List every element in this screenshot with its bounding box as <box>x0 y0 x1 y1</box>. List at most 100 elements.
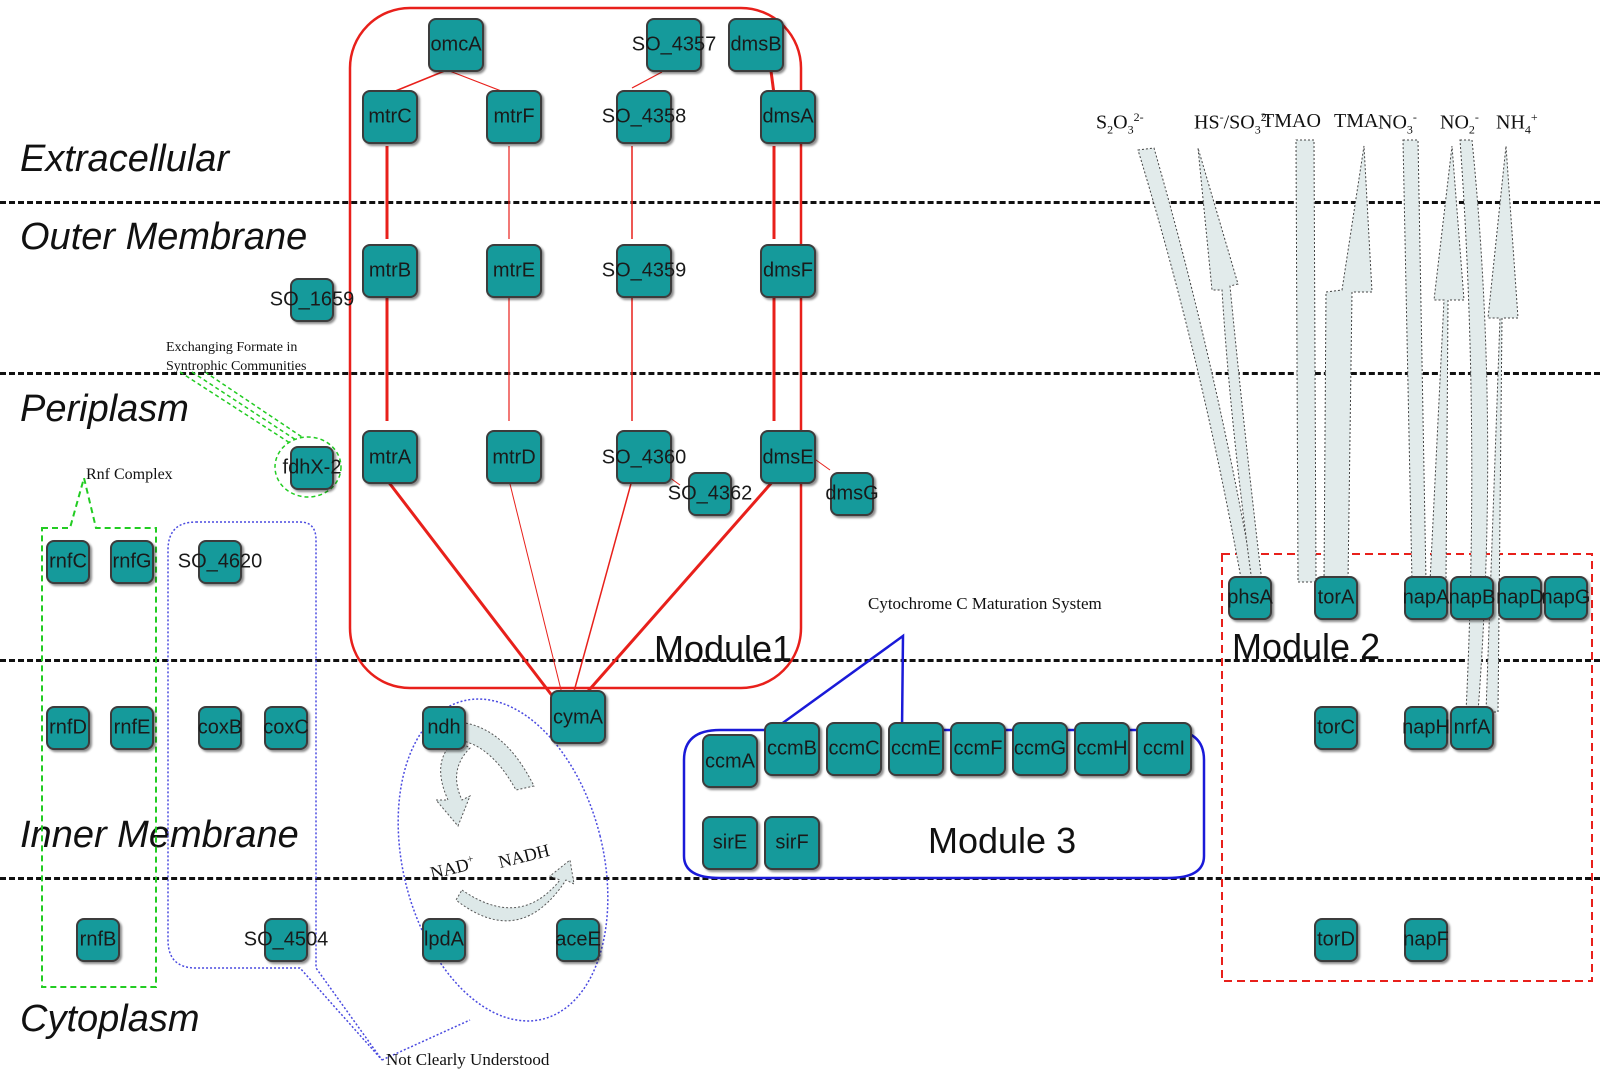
gene-label-ccmG: ccmG <box>1013 737 1067 760</box>
gene-node-torD[interactable] <box>1314 918 1358 962</box>
gene-node-mtrA[interactable] <box>362 430 418 484</box>
gene-node-ccmB[interactable] <box>764 722 820 776</box>
gene-node-nrfA[interactable] <box>1450 706 1494 750</box>
gene-label-nrfA: nrfA <box>1453 716 1491 739</box>
gene-label-napB: napB <box>1448 586 1496 609</box>
gene-node-ccmH[interactable] <box>1074 722 1130 776</box>
gene-label-mtrC: mtrC <box>368 105 412 128</box>
gene-node-dmsA[interactable] <box>760 90 816 144</box>
gene-node-fdhX-2[interactable] <box>290 446 334 490</box>
gene-node-napH[interactable] <box>1404 706 1448 750</box>
gene-label-ccmC: ccmC <box>828 737 880 760</box>
gene-node-ccmI[interactable] <box>1136 722 1192 776</box>
ion-thiosulfate-sup: 2- <box>1133 110 1144 124</box>
gene-node-coxB[interactable] <box>198 706 242 750</box>
gene-label-dmsG: dmsG <box>825 482 879 505</box>
gene-node-napB[interactable] <box>1450 576 1494 620</box>
formate-annotation-line2: Syntrophic Communities <box>166 359 307 374</box>
gene-node-lpdA[interactable] <box>422 918 466 962</box>
gene-node-SO_4358[interactable] <box>616 90 672 144</box>
gene-node-rnfE[interactable] <box>110 706 154 750</box>
gene-label-mtrF: mtrF <box>493 105 535 128</box>
gene-label-coxB: coxB <box>197 716 243 739</box>
gene-label-sirF: sirF <box>775 831 809 854</box>
gene-label-fdhX-2: fdhX-2 <box>282 456 342 479</box>
gene-label-torA: torA <box>1317 586 1355 609</box>
gene-label-dmsB: dmsB <box>730 33 782 56</box>
gene-node-rnfB[interactable] <box>76 918 120 962</box>
gene-node-coxC[interactable] <box>264 706 308 750</box>
gene-node-ccmG[interactable] <box>1012 722 1068 776</box>
gene-node-dmsB[interactable] <box>728 18 784 72</box>
rnf-complex-outline <box>41 474 157 988</box>
gene-node-napA[interactable] <box>1404 576 1448 620</box>
gene-label-ccmA: ccmA <box>705 750 755 773</box>
gene-label-rnfB: rnfB <box>79 928 117 951</box>
ion-nitrite-base: NO <box>1440 111 1469 134</box>
boundary-periplasm-inner <box>0 659 1600 662</box>
gene-label-SO_4620: SO_4620 <box>177 550 263 573</box>
ion-nitrite-sup: - <box>1474 110 1479 124</box>
gene-node-rnfD[interactable] <box>46 706 90 750</box>
layer-label-outer-membrane: Outer Membrane <box>20 216 308 258</box>
module3-label: Module 3 <box>928 820 1077 861</box>
module1-edges <box>385 69 831 707</box>
gene-node-mtrB[interactable] <box>362 244 418 298</box>
gene-node-mtrE[interactable] <box>486 244 542 298</box>
gene-node-ccmE[interactable] <box>888 722 944 776</box>
gene-node-aceE[interactable] <box>556 918 600 962</box>
gene-node-rnfC[interactable] <box>46 540 90 584</box>
gene-node-SO_4620[interactable] <box>198 540 242 584</box>
gene-label-napA: napA <box>1402 586 1450 609</box>
gene-node-ndh[interactable] <box>422 706 466 750</box>
gene-label-SO_4504: SO_4504 <box>243 928 329 951</box>
gene-node-rnfG[interactable] <box>110 540 154 584</box>
gene-label-SO_4357: SO_4357 <box>631 33 717 56</box>
ion-sulfide-sulfite: HS-/SO32- <box>1194 110 1271 138</box>
gene-node-SO_4360[interactable] <box>616 430 672 484</box>
gene-node-ccmC[interactable] <box>826 722 882 776</box>
gene-node-sirF[interactable] <box>764 816 820 870</box>
gene-label-napD: napD <box>1496 586 1544 609</box>
gene-node-omcA[interactable] <box>428 18 484 72</box>
gene-node-phsA[interactable] <box>1228 576 1272 620</box>
gene-node-torC[interactable] <box>1314 706 1358 750</box>
gene-node-SO_4359[interactable] <box>616 244 672 298</box>
layer-label-periplasm: Periplasm <box>20 388 189 430</box>
ion-nitrite-sub: 2 <box>1468 122 1475 137</box>
gene-node-SO_1659[interactable] <box>290 278 334 322</box>
gene-node-napF[interactable] <box>1404 918 1448 962</box>
gene-node-SO_4362[interactable] <box>688 472 732 516</box>
rnf-complex-annotation: Rnf Complex <box>86 466 173 483</box>
gene-node-ccmA[interactable] <box>702 734 758 788</box>
gene-node-SO_4357[interactable] <box>646 18 702 72</box>
gene-label-dmsA: dmsA <box>762 105 814 128</box>
gene-label-rnfC: rnfC <box>49 550 87 573</box>
gene-label-coxC: coxC <box>263 716 309 739</box>
module2-label: Module 2 <box>1232 626 1381 667</box>
ion-hs-sup2: 2- <box>1260 110 1271 124</box>
unclear-annotation: Not Clearly Understood <box>386 1050 550 1069</box>
gene-label-SO_4359: SO_4359 <box>601 259 687 282</box>
gene-node-mtrF[interactable] <box>486 90 542 144</box>
gene-label-mtrA: mtrA <box>368 446 412 469</box>
gene-label-sirE: sirE <box>712 831 748 854</box>
gene-node-napD[interactable] <box>1498 576 1542 620</box>
gene-label-ccmH: ccmH <box>1076 737 1128 760</box>
ion-ammonium-sub: 4 <box>1524 122 1531 137</box>
gene-node-mtrC[interactable] <box>362 90 418 144</box>
gene-node-dmsE[interactable] <box>760 430 816 484</box>
gene-node-mtrD[interactable] <box>486 430 542 484</box>
gene-node-cymA[interactable] <box>550 690 606 744</box>
gene-label-SO_4358: SO_4358 <box>601 105 687 128</box>
gene-node-napG[interactable] <box>1544 576 1588 620</box>
gene-node-dmsF[interactable] <box>760 244 816 298</box>
gene-label-rnfG: rnfG <box>112 550 152 573</box>
gene-node-sirE[interactable] <box>702 816 758 870</box>
gene-node-SO_4504[interactable] <box>264 918 308 962</box>
ion-nitrate-sup: - <box>1412 110 1417 124</box>
gene-label-SO_1659: SO_1659 <box>269 288 355 311</box>
gene-node-torA[interactable] <box>1314 576 1358 620</box>
gene-node-dmsG[interactable] <box>830 472 874 516</box>
gene-node-ccmF[interactable] <box>950 722 1006 776</box>
